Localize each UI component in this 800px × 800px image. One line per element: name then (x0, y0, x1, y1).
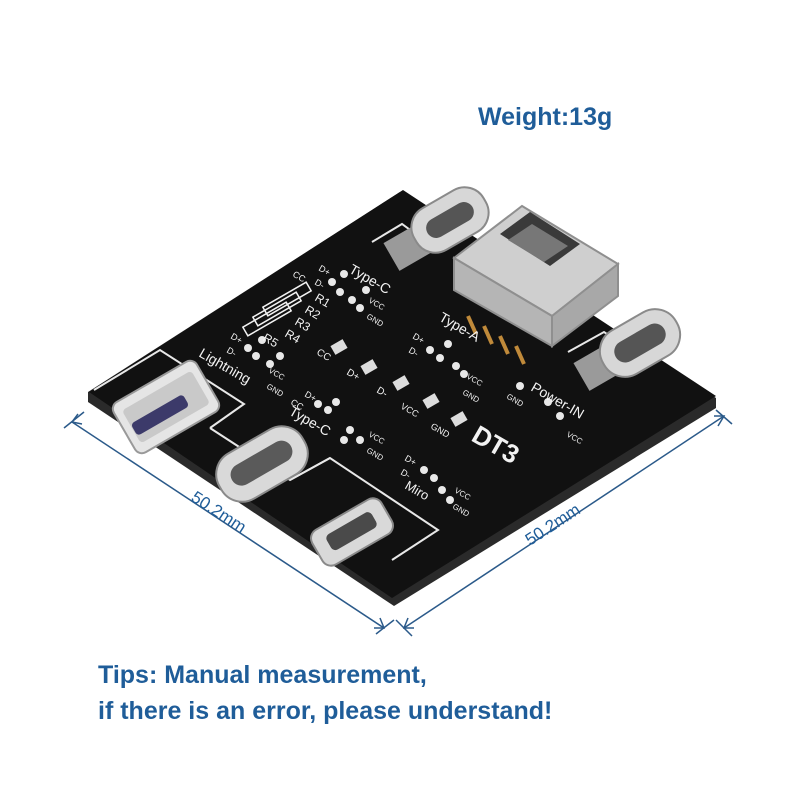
tips-line-1: Tips: Manual measurement, (98, 661, 427, 689)
pin-dminus-a: D- (407, 345, 420, 358)
pin-dminus-top: D- (313, 277, 326, 290)
type-c-port-right (573, 308, 682, 391)
pin-dminus-micro: D- (399, 467, 412, 480)
resistor-r4: R4 (283, 326, 304, 346)
type-a-port (452, 204, 620, 365)
tips-note: Tips: Manual measurement, if there is an… (98, 657, 552, 729)
pin-dminus-light: D- (225, 345, 238, 358)
resistor-r5: R5 (261, 330, 282, 350)
dimension-right (395, 409, 733, 637)
pin-dminus-led: D- (375, 385, 390, 400)
resistor-r3: R3 (293, 314, 314, 334)
tips-line-2: if there is an error, please understand! (98, 697, 553, 725)
test-pads (244, 270, 564, 504)
led-indicators (330, 339, 468, 427)
lightning-port (111, 359, 221, 455)
type-c-port-middle (215, 425, 309, 503)
resistor-r1: R1 (313, 290, 334, 310)
resistor-grid (241, 281, 313, 337)
micro-usb-port (310, 497, 394, 567)
type-c-port-top (383, 186, 490, 271)
resistor-r2: R2 (303, 302, 324, 322)
dimension-left (63, 411, 395, 635)
weight-label: Weight:13g (478, 103, 613, 131)
